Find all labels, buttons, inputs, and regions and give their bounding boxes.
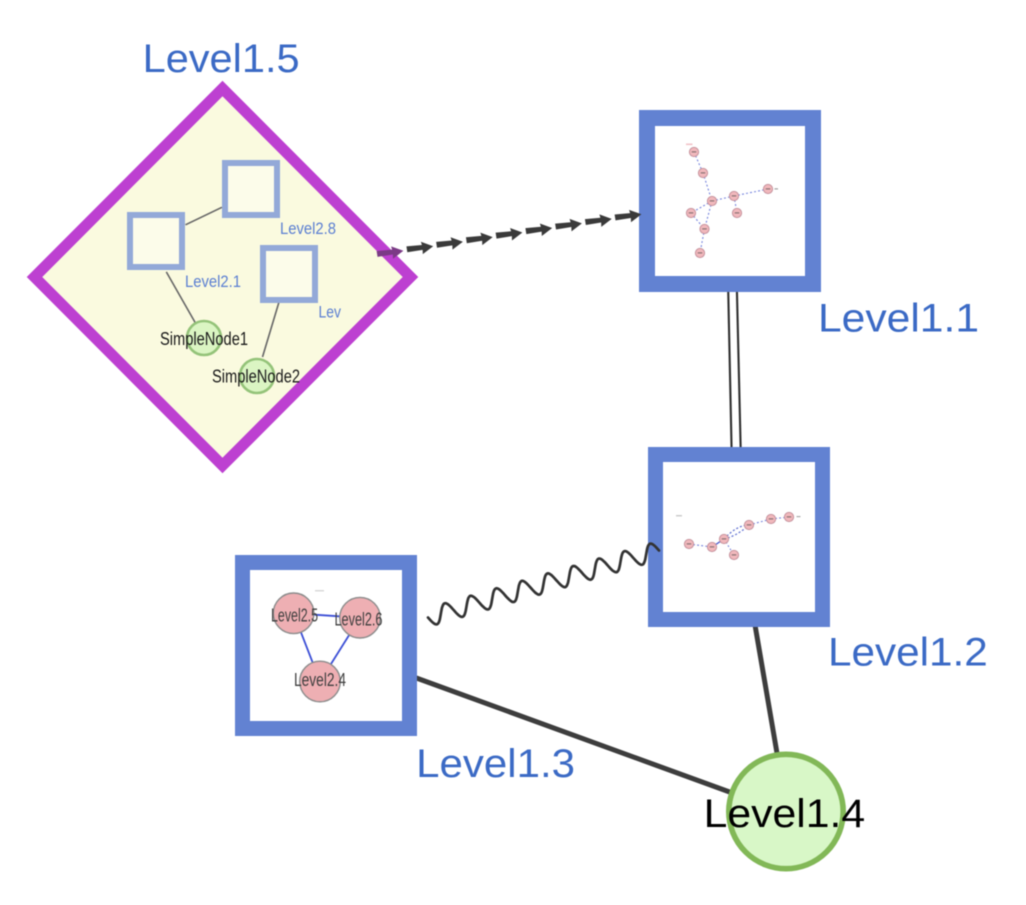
svg-text:SimpleNode2: SimpleNode2: [212, 367, 300, 387]
svg-text:Level1.2: Level1.2: [828, 630, 988, 674]
svg-text:Lev: Lev: [319, 303, 342, 322]
svg-text:Level2.6: Level2.6: [335, 610, 383, 630]
svg-text:Level2.5: Level2.5: [271, 606, 318, 626]
svg-text:Level1.4: Level1.4: [704, 792, 866, 836]
svg-text:Level1.1: Level1.1: [818, 297, 979, 341]
svg-text:Level2.4: Level2.4: [294, 670, 346, 690]
svg-text:Level1.5: Level1.5: [143, 37, 300, 81]
svg-text:SimpleNode1: SimpleNode1: [160, 329, 248, 349]
svg-text:Level2.8: Level2.8: [280, 219, 336, 238]
svg-text:Level2.1: Level2.1: [185, 272, 241, 291]
svg-text:Level1.3: Level1.3: [416, 742, 575, 786]
